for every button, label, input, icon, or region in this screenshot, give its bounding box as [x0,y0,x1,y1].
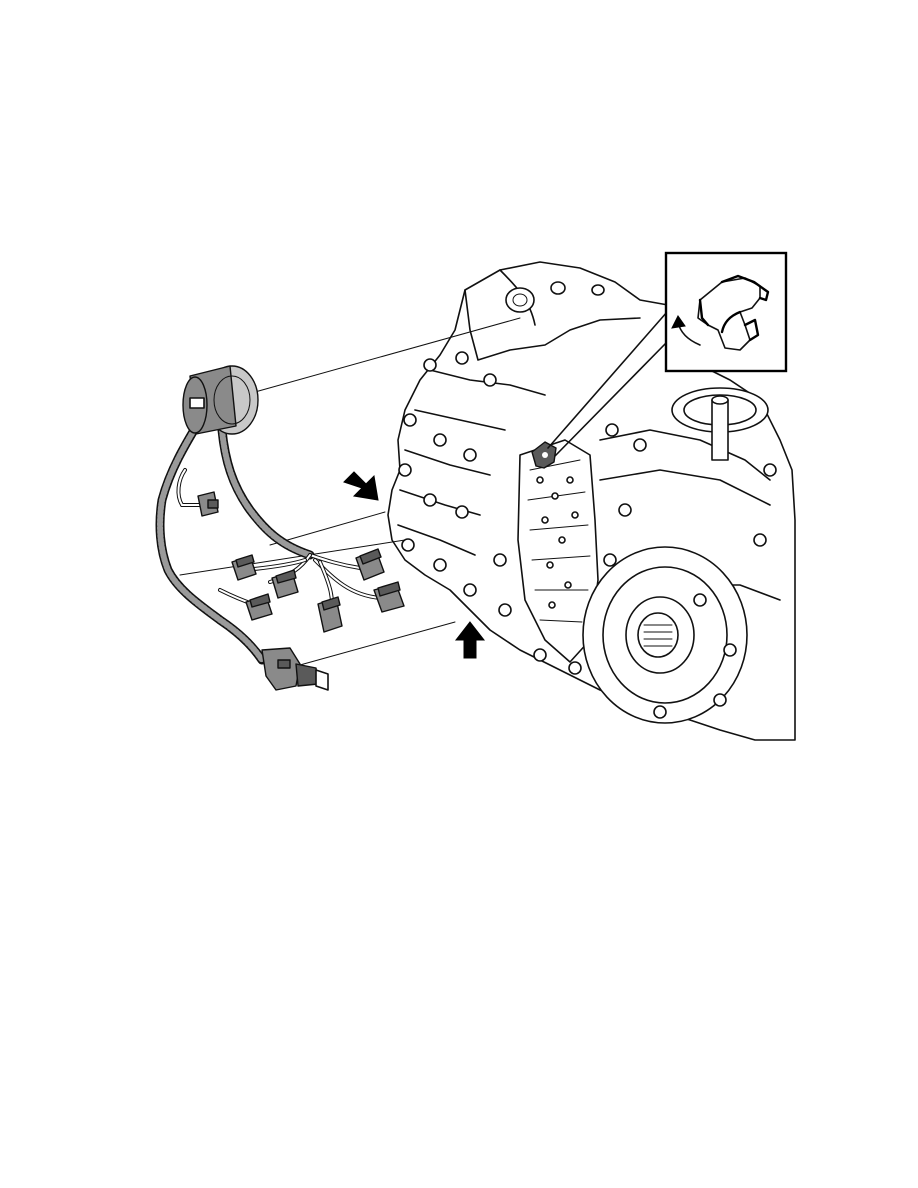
output-flange [582,546,748,724]
alignment-lines [179,317,521,666]
arrow-up-icon [454,621,486,659]
solenoid-connector [231,554,257,581]
case-bolts [398,351,777,719]
arrow-down-right-icon [343,471,379,501]
solenoid-connector [373,581,405,613]
harness-clip [531,441,557,469]
bulkhead-grommet [182,365,259,435]
wiring-harness [155,365,405,691]
valve-body-holes [536,476,579,609]
solenoid-connector [317,596,343,633]
solenoid-connector [245,593,273,621]
clip-detail-callout [547,251,788,457]
side-connector [197,491,219,517]
solenoid-connector [271,569,299,599]
filler-neck [671,387,769,461]
transmission-housing [387,261,796,741]
main-connector [261,647,329,691]
solenoid-connector [355,548,385,581]
